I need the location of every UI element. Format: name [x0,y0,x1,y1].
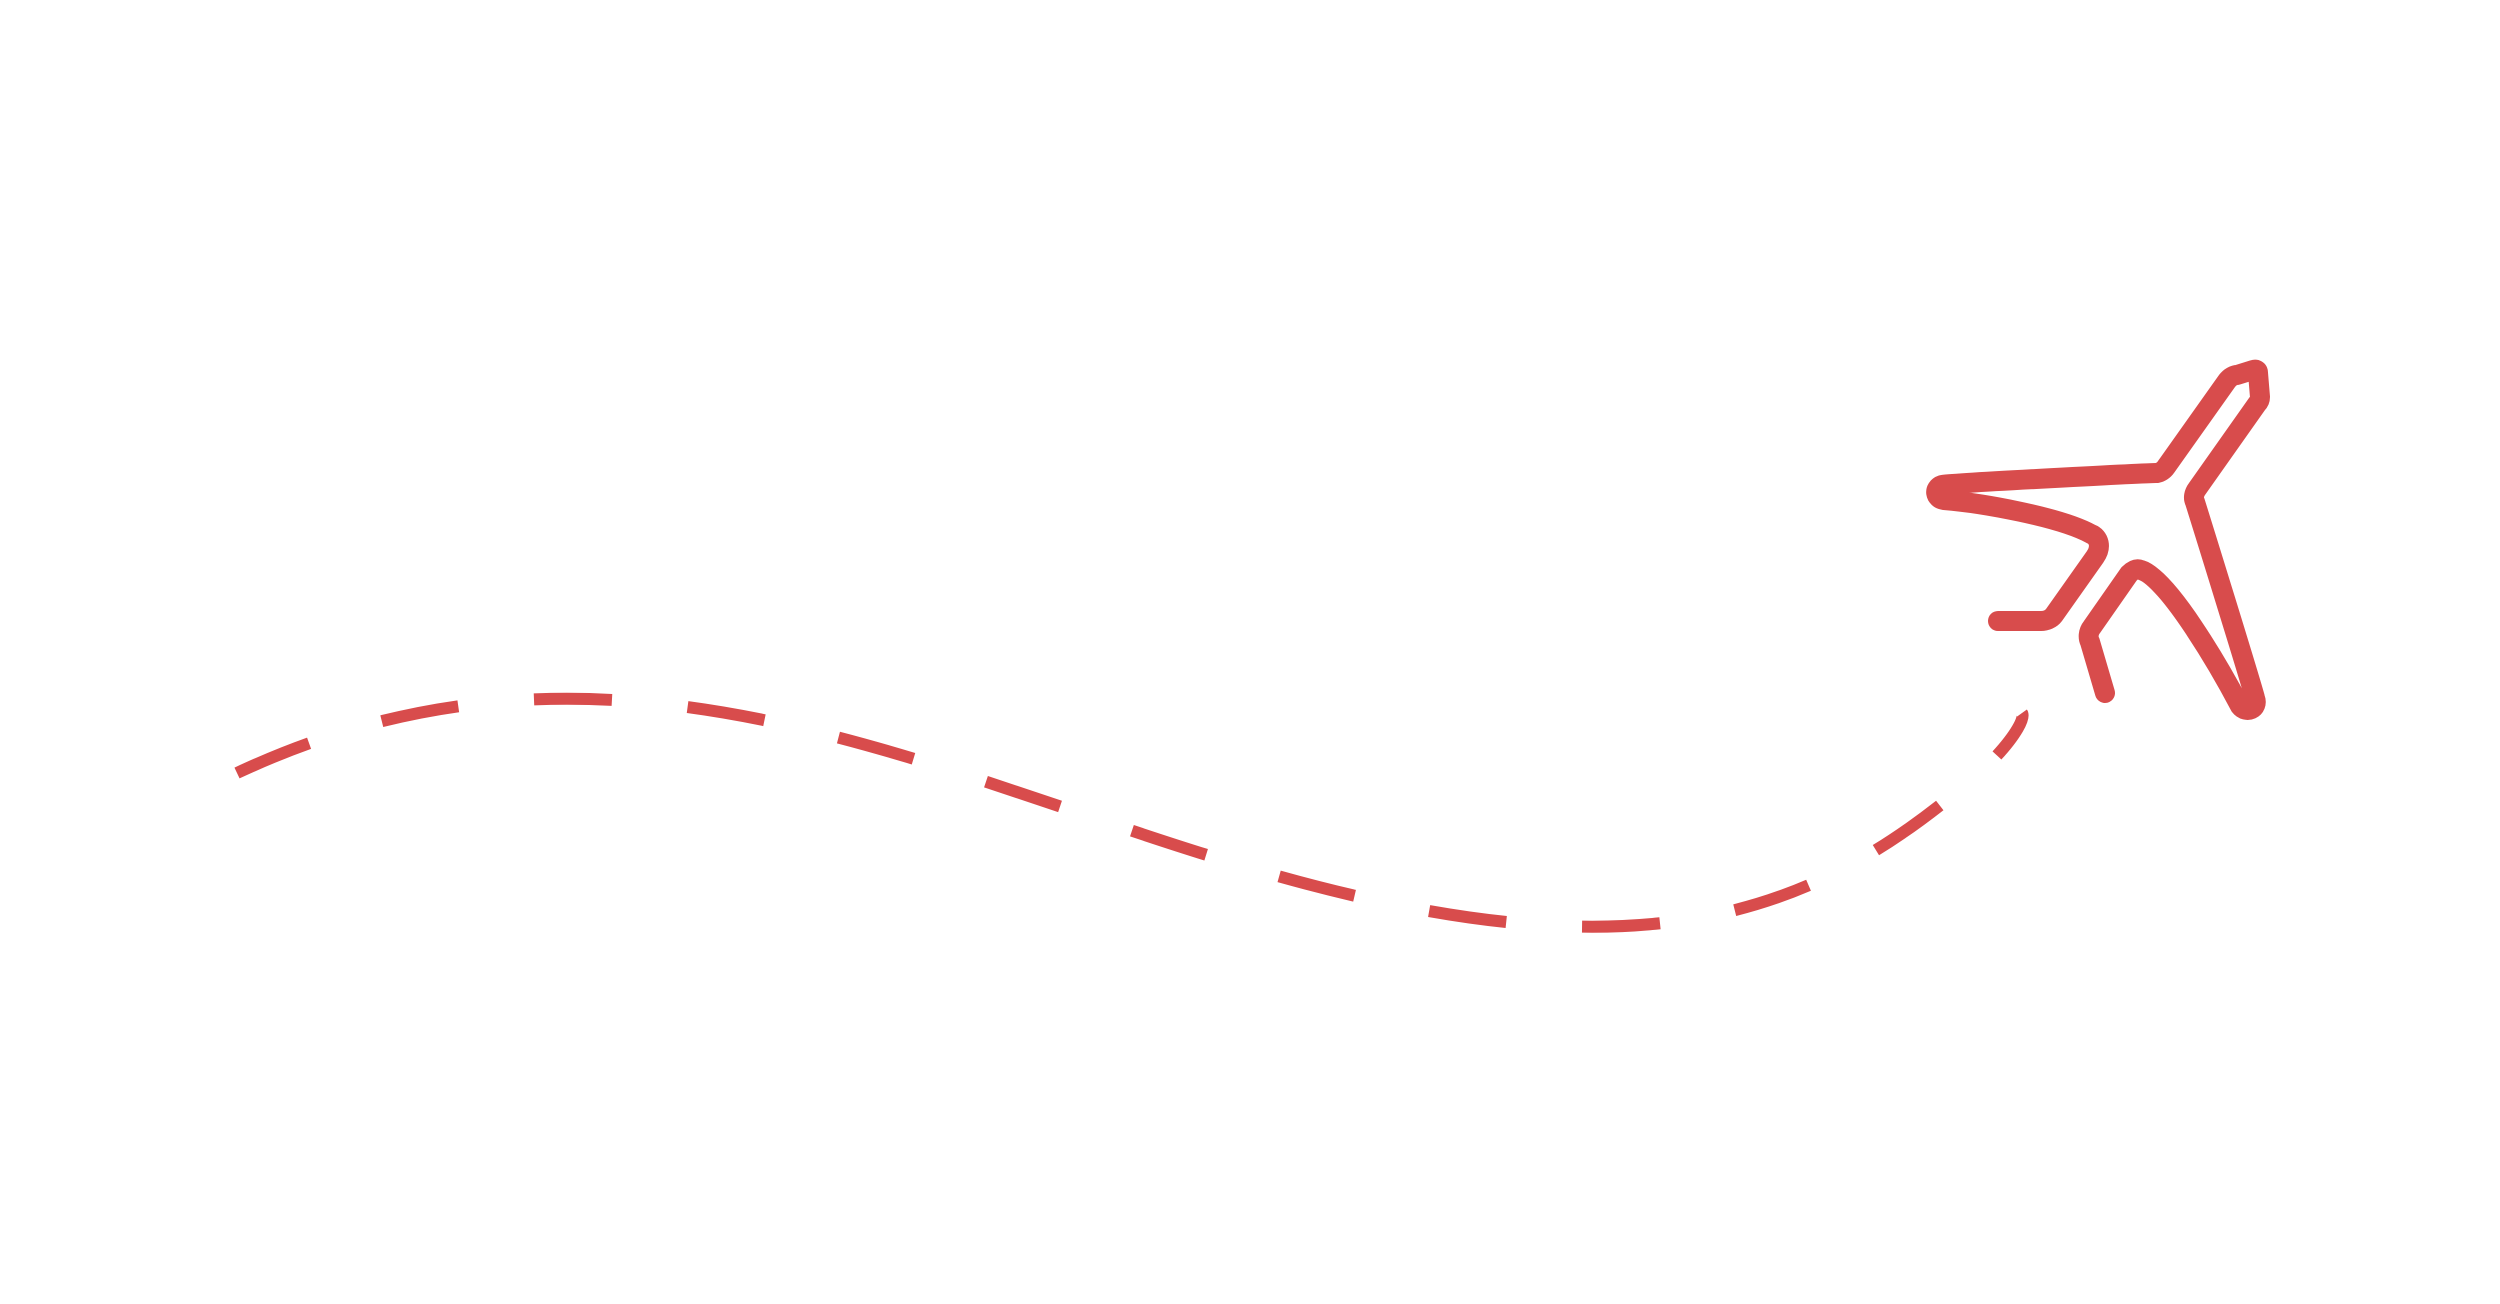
airplane-icon [1926,359,2270,720]
dashed-flight-path [234,692,2029,933]
